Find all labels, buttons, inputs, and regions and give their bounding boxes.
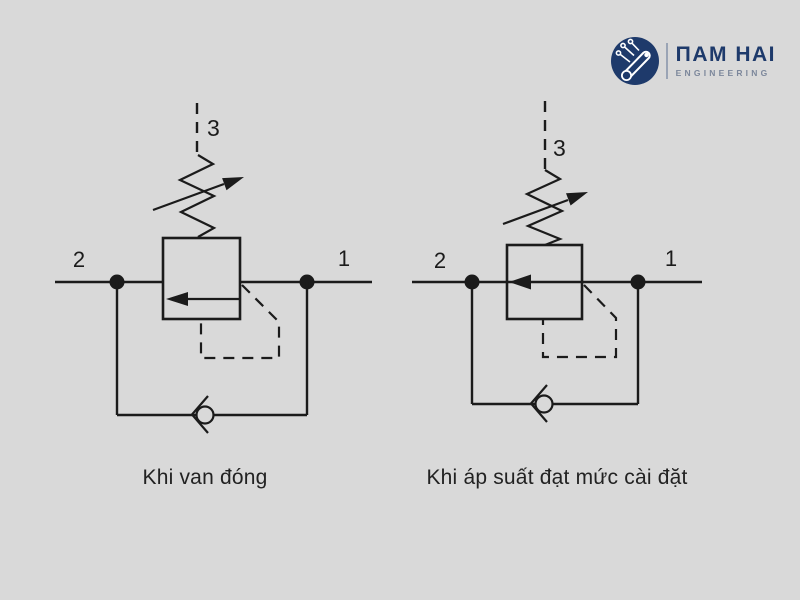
adjustment-arrowhead — [566, 192, 588, 206]
diagram-valve-closed: 3 2 1 — [55, 103, 372, 434]
port-2-label: 2 — [434, 248, 446, 273]
port-3-label: 3 — [207, 115, 220, 141]
port-1-label: 1 — [665, 246, 677, 271]
spring-symbol — [177, 154, 217, 238]
diagram-valve-open: 3 2 1 — [412, 101, 702, 423]
port-1-label: 1 — [338, 246, 350, 271]
pilot-dashed-loop — [199, 284, 281, 360]
circuit-tool-logo-icon — [611, 37, 660, 85]
spring-symbol — [524, 169, 565, 247]
port-3-label: 3 — [553, 135, 566, 161]
brand-name: ΠAM HAI — [675, 43, 776, 67]
pilot-dashed-loop — [541, 284, 618, 359]
logo-divider — [666, 43, 668, 79]
check-valve-ball — [195, 405, 215, 425]
valve-body — [161, 236, 242, 321]
brand-subtitle: ENGINEERING — [675, 68, 771, 79]
caption-valve-open: Khi áp suất đạt mức cài đặt — [426, 466, 688, 489]
adjustment-arrow — [502, 198, 569, 226]
adjustment-arrowhead — [222, 177, 244, 191]
port-2-label: 2 — [73, 247, 85, 272]
brand-logo: ΠAM HAI ENGINEERING — [610, 36, 776, 86]
flow-arrowhead — [166, 292, 188, 306]
check-valve-seat — [190, 395, 209, 434]
caption-valve-closed: Khi van đóng — [142, 466, 268, 489]
adjustment-arrow — [152, 182, 225, 212]
flow-arrowhead — [509, 274, 531, 290]
check-valve-seat — [529, 384, 548, 423]
check-valve-ball — [534, 394, 554, 414]
